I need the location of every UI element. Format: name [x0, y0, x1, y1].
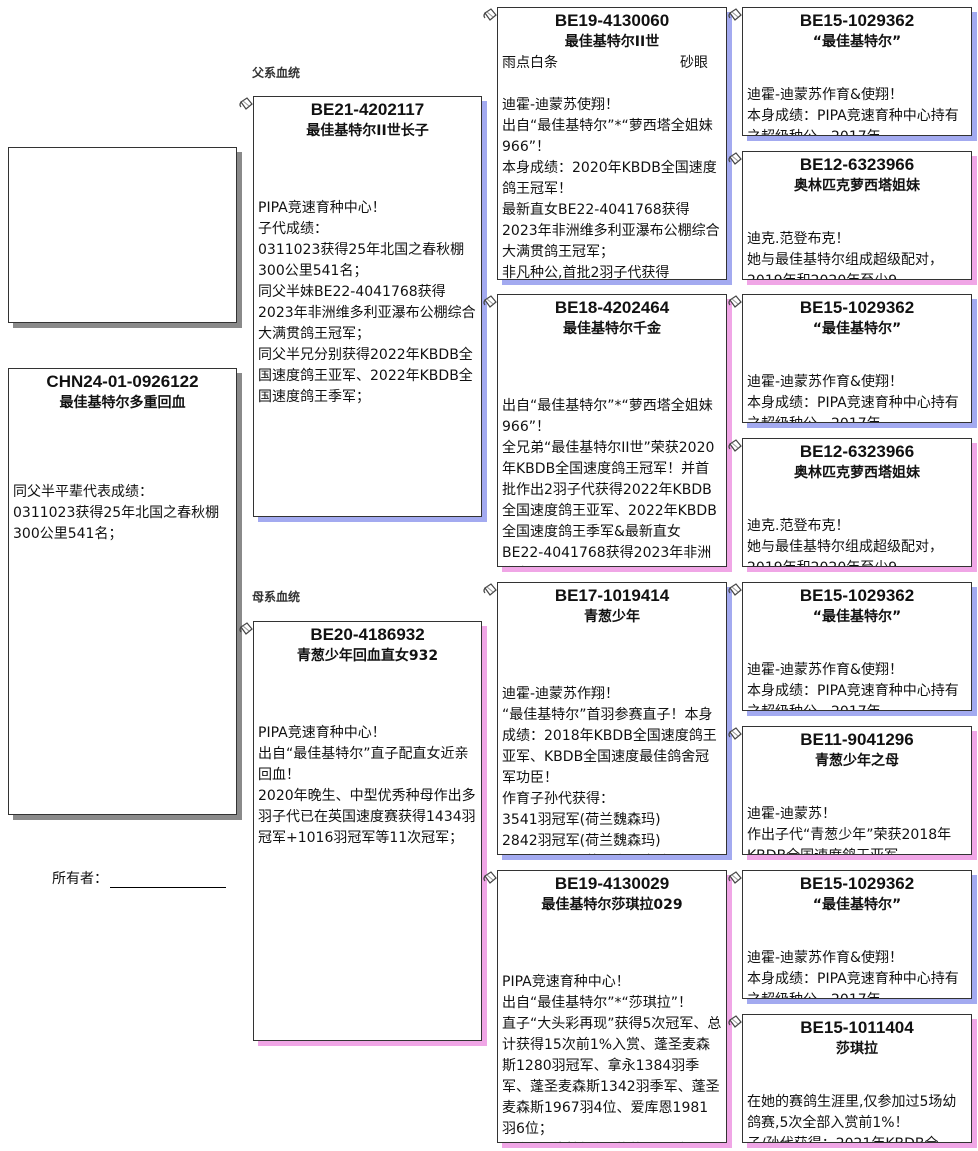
pigeon-notes: PIPA竞速育种中心！ 出自“最佳基特尔”直子配直女近亲回血！ 2020年晚生、… [258, 725, 476, 846]
pigeon-notes: 迪霍-迪蒙苏作育&使翔！ 本身成绩：PIPA竞速育种中心持有之超级种公、2017… [747, 950, 959, 998]
photo-box [8, 147, 237, 323]
paint-bucket-icon[interactable] [727, 1014, 743, 1030]
sire-line-label: 父系血统 [252, 66, 301, 80]
pigeon-notes: 迪霍-迪蒙苏作育&使翔！ 本身成绩：PIPA竞速育种中心持有之超级种公、2017… [747, 662, 959, 710]
ring-number: BE15-1029362 [799, 298, 915, 317]
owner-input-line[interactable] [110, 873, 226, 888]
pigeon-name: 最佳基特尔多重回血 [59, 395, 186, 411]
pigeon-name: 奥林匹克萝西塔姐妹 [794, 178, 920, 194]
ring-number: BE12-6323966 [799, 442, 915, 461]
paint-bucket-icon[interactable] [727, 294, 743, 310]
pigeon-name: 最佳基特尔II世 [564, 34, 660, 50]
pigeon-notes: 迪霍-迪蒙苏作育&使翔！ 本身成绩：PIPA竞速育种中心持有之超级种公、2017… [747, 374, 959, 422]
subject-card: CHN24-01-0926122 最佳基特尔多重回血 同父半平辈代表成绩： 03… [8, 368, 237, 815]
paint-bucket-icon[interactable] [238, 96, 254, 112]
paint-bucket-icon[interactable] [727, 438, 743, 454]
owner-label: 所有者： [52, 871, 108, 887]
feather-color: 雨点白条 [502, 55, 558, 71]
pigeon-name: “最佳基特尔” [812, 897, 902, 913]
paint-bucket-icon[interactable] [482, 7, 498, 23]
owner-field: 所有者： [52, 868, 226, 888]
pigeon-notes: 出自“最佳基特尔”*“萝西塔全姐妹966”！ 全兄弟“最佳基特尔II世”荣获20… [502, 398, 717, 561]
pedigree-card-male[interactable]: BE15-1029362 “最佳基特尔” 迪霍-迪蒙苏作育&使翔！ 本身成绩：PI… [742, 870, 972, 999]
ring-number: CHN24-01-0926122 [46, 372, 199, 391]
ring-number: BE15-1029362 [799, 874, 915, 893]
paint-bucket-icon[interactable] [727, 870, 743, 886]
paint-bucket-icon[interactable] [727, 582, 743, 598]
pigeon-name: 最佳基特尔II世长子 [306, 123, 429, 139]
pigeon-notes: 迪克.范登布克！ 她与最佳基特尔组成超级配对，2019年和2020年至少9 [747, 518, 943, 566]
pigeon-name: “最佳基特尔” [812, 321, 902, 337]
ring-number: BE19-4130029 [554, 874, 670, 893]
paint-bucket-icon[interactable] [482, 294, 498, 310]
pigeon-notes: 在她的赛鸽生涯里,仅参加过5场幼鸽赛,5次全部入赏前1%！ 子/孙代获得：202… [747, 1094, 957, 1142]
pedigree-card-female[interactable]: BE15-1011404 莎琪拉在她的赛鸽生涯里,仅参加过5场幼鸽赛,5次全部入… [742, 1014, 972, 1143]
pigeon-notes: 同父半平辈代表成绩： 0311023获得25年北国之春秋棚300公里541名； [13, 484, 220, 542]
ring-number: BE12-6323966 [799, 155, 915, 174]
ring-number: BE11-9041296 [800, 730, 914, 749]
pigeon-name: 青葱少年 [584, 609, 640, 625]
paint-bucket-icon[interactable] [482, 582, 498, 598]
ring-number: BE21-4202117 [310, 100, 425, 119]
paint-bucket-icon[interactable] [238, 621, 254, 637]
pedigree-card-female[interactable]: BE18-4202464 最佳基特尔千金出自“最佳基特尔”*“萝西塔全姐妹966… [497, 294, 727, 567]
pigeon-notes: 迪霍-迪蒙苏使翔！ 出自“最佳基特尔”*“萝西塔全姐妹966”！ 本身成绩：20… [502, 97, 720, 280]
pigeon-notes: 迪霍-迪蒙苏作翔！ “最佳基特尔”首羽参赛直子！本身成绩：2018年KBDB全国… [502, 686, 717, 849]
pigeon-name: 莎琪拉 [836, 1041, 878, 1057]
dam-line-label: 母系血统 [252, 590, 301, 604]
pedigree-card-male[interactable]: BE15-1029362 “最佳基特尔” 迪霍-迪蒙苏作育&使翔！ 本身成绩：PI… [742, 7, 972, 136]
ring-number: BE20-4186932 [310, 625, 425, 644]
pedigree-card-male[interactable]: BE15-1029362 “最佳基特尔” 迪霍-迪蒙苏作育&使翔！ 本身成绩：PI… [742, 582, 972, 711]
pigeon-notes: 迪克.范登布克！ 她与最佳基特尔组成超级配对，2019年和2020年至少9 [747, 231, 943, 279]
pedigree-card-female[interactable]: BE11-9041296 青葱少年之母迪霍-迪蒙苏！ 作出子代“青葱少年”荣获2… [742, 726, 972, 855]
pigeon-notes: PIPA竞速育种中心！ 出自“最佳基特尔”*“莎琪拉”！ 直子“大头彩再现”获得… [502, 974, 722, 1137]
pigeon-name: “最佳基特尔” [812, 609, 902, 625]
ring-number: BE17-1019414 [554, 586, 670, 605]
pigeon-name: 青葱少年回血直女932 [296, 648, 439, 664]
pigeon-notes: 迪霍-迪蒙苏作育&使翔！ 本身成绩：PIPA竞速育种中心持有之超级种公、2017… [747, 87, 959, 135]
ring-number: BE15-1029362 [799, 11, 915, 30]
ring-number: BE19-4130060 [554, 11, 670, 30]
pedigree-card-female[interactable]: BE12-6323966 奥林匹克萝西塔姐妹迪克.范登布克！ 她与最佳基特尔组成… [742, 151, 972, 280]
pedigree-card-female[interactable]: BE12-6323966 奥林匹克萝西塔姐妹迪克.范登布克！ 她与最佳基特尔组成… [742, 438, 972, 567]
paint-bucket-icon[interactable] [482, 870, 498, 886]
paint-bucket-icon[interactable] [727, 151, 743, 167]
pigeon-name: 最佳基特尔千金 [563, 321, 661, 337]
pigeon-notes: PIPA竞速育种中心！ 子代成绩： 0311023获得25年北国之春秋棚300公… [258, 200, 476, 405]
color-eye-row: 雨点白条 砂眼 [498, 53, 726, 74]
pedigree-card-male[interactable]: BE17-1019414 青葱少年迪霍-迪蒙苏作翔！ “最佳基特尔”首羽参赛直子… [497, 582, 727, 855]
ring-number: BE15-1011404 [800, 1018, 914, 1037]
ring-number: BE18-4202464 [554, 298, 670, 317]
pigeon-name: 最佳基特尔莎琪拉029 [541, 897, 683, 913]
paint-bucket-icon[interactable] [727, 726, 743, 742]
pigeon-name: 青葱少年之母 [815, 753, 899, 769]
pedigree-card-male[interactable]: BE15-1029362 “最佳基特尔” 迪霍-迪蒙苏作育&使翔！ 本身成绩：PI… [742, 294, 972, 423]
ring-number: BE15-1029362 [799, 586, 915, 605]
pigeon-notes: 迪霍-迪蒙苏！ 作出子代“青葱少年”荣获2018年KBDB全国速度鸽王亚军、 [747, 806, 952, 854]
eye-type: 砂眼 [680, 55, 708, 71]
paint-bucket-icon[interactable] [727, 7, 743, 23]
pedigree-card-male[interactable]: BE21-4202117 最佳基特尔II世长子 PIPA竞速育种中心！ 子代成绩：… [253, 96, 482, 517]
pigeon-name: 奥林匹克萝西塔姐妹 [794, 465, 920, 481]
pigeon-name: “最佳基特尔” [812, 34, 902, 50]
pedigree-card-male[interactable]: BE19-4130060 最佳基特尔II世雨点白条 砂眼迪霍-迪蒙苏使翔！ 出自“… [497, 7, 727, 280]
